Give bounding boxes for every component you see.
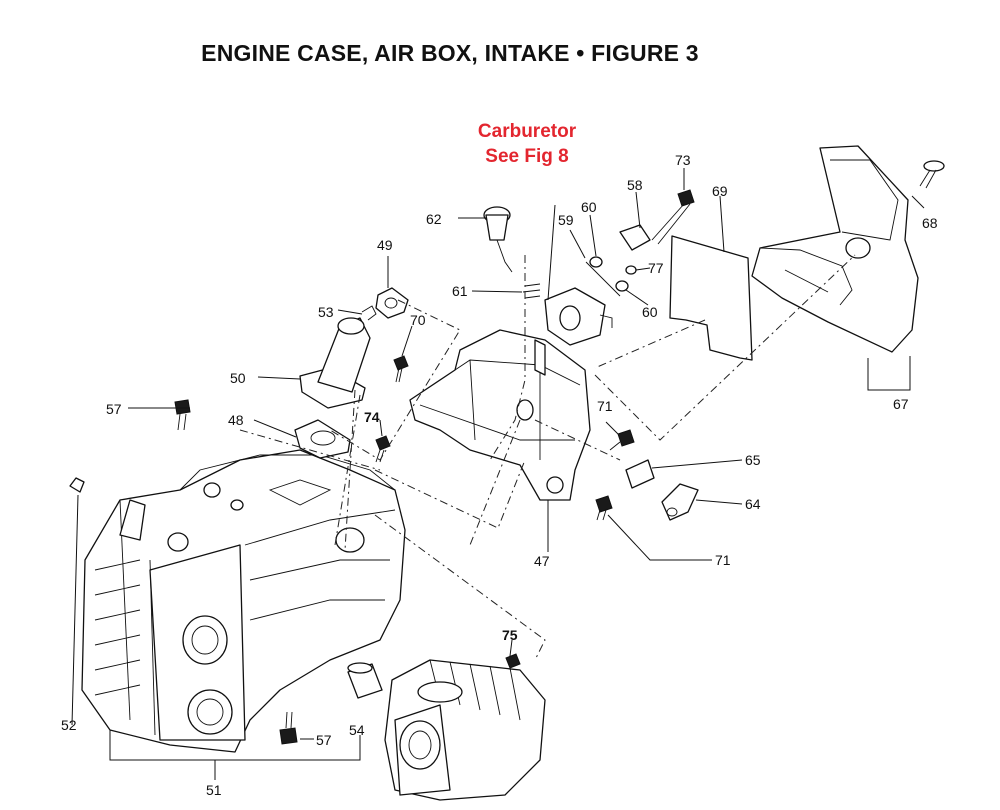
- callout-67: 67: [893, 396, 909, 412]
- callout-59: 59: [558, 212, 574, 228]
- callout-61: 61: [452, 283, 468, 299]
- callout-60-lower: 60: [642, 304, 658, 320]
- callout-57-upper: 57: [106, 401, 122, 417]
- callout-57-lower: 57: [316, 732, 332, 748]
- cylinder-drawing: [384, 659, 546, 801]
- stud-drawing: [69, 477, 85, 493]
- intake-manifold-drawing: [299, 317, 371, 409]
- fastener-parts-drawing: [595, 429, 699, 521]
- primer-knob-drawing: [483, 206, 541, 299]
- callout-71-upper: 71: [597, 398, 613, 414]
- callout-74: 74: [364, 409, 380, 425]
- callout-54: 54: [349, 722, 365, 738]
- callout-50: 50: [230, 370, 246, 386]
- air-box-base-drawing: [409, 329, 591, 501]
- callout-51: 51: [206, 782, 222, 798]
- air-box-cover-drawing: [751, 145, 919, 353]
- callout-77: 77: [648, 260, 664, 276]
- callout-73: 73: [675, 152, 691, 168]
- callout-69: 69: [712, 183, 728, 199]
- gasket-drawing: [294, 419, 351, 459]
- callout-48: 48: [228, 412, 244, 428]
- bolt-drawing: [174, 399, 298, 745]
- callout-58: 58: [627, 177, 643, 193]
- callout-49: 49: [377, 237, 393, 253]
- callout-70: 70: [410, 312, 426, 328]
- phantom-lines: [239, 254, 856, 661]
- callout-52: 52: [61, 717, 77, 733]
- leader-lines: [71, 168, 925, 780]
- callout-75: 75: [502, 627, 518, 643]
- intake-plate-drawing: [361, 287, 409, 321]
- cover-screw-drawing: [919, 160, 945, 189]
- engine-case-drawing: [81, 449, 406, 753]
- bushing-drawing: [347, 662, 383, 699]
- figure-title: ENGINE CASE, AIR BOX, INTAKE • FIGURE 3: [201, 40, 699, 66]
- callout-60-upper: 60: [581, 199, 597, 215]
- callout-47: 47: [534, 553, 550, 569]
- carburetor-hardware-drawing: [585, 224, 651, 297]
- callout-68: 68: [922, 215, 938, 231]
- callout-71-lower: 71: [715, 552, 731, 568]
- carburetor-drawing: [544, 287, 613, 346]
- carburetor-note-reference: See Fig 8: [485, 146, 569, 167]
- callout-numbers: 47 48 49 50 51 52 53 54 57 57 58 59 60 6…: [61, 152, 938, 798]
- screw-drawing: [393, 355, 409, 383]
- nut-drawing: [505, 653, 521, 669]
- screw-drawing-74: [375, 435, 391, 463]
- carburetor-note: Carburetor: [477, 121, 577, 142]
- filter-plate-drawing: [669, 235, 753, 361]
- callout-65: 65: [745, 452, 761, 468]
- callout-62: 62: [426, 211, 442, 227]
- callout-64: 64: [745, 496, 761, 512]
- callout-53: 53: [318, 304, 334, 320]
- long-bolt-drawing: [651, 189, 695, 245]
